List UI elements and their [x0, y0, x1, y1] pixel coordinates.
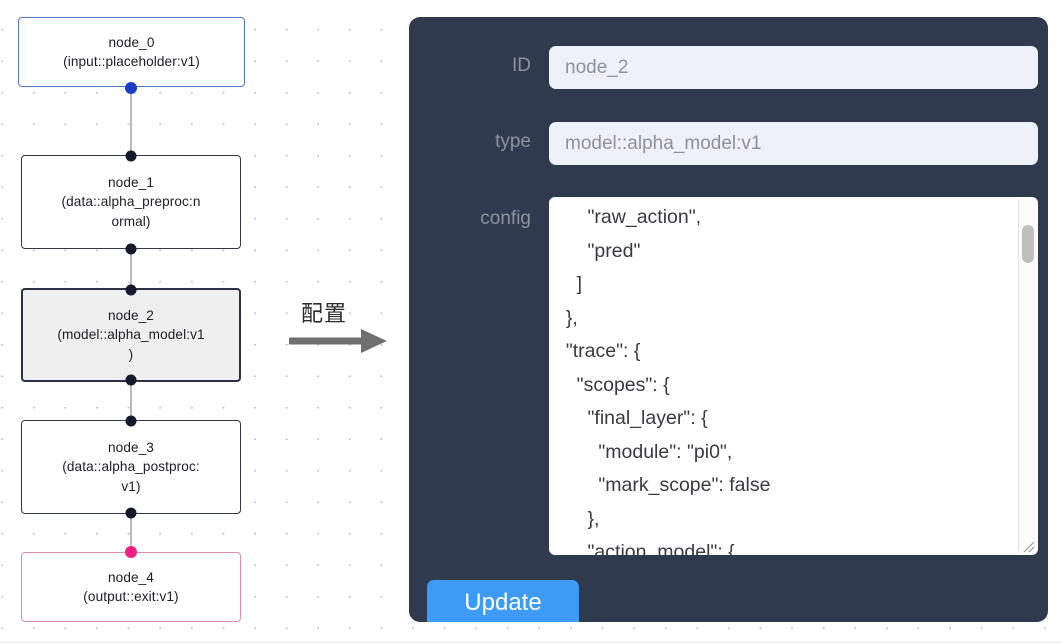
edge-node2-node3	[130, 381, 132, 425]
handle-node_0-source[interactable]	[125, 82, 137, 94]
flow-node-label: node_2 (model::alpha_model:v1 )	[57, 308, 205, 362]
form-row-type: type model::alpha_model:v1	[409, 122, 1038, 165]
edge-node1-node2	[130, 248, 132, 293]
node-config-panel: ID node_2 type model::alpha_model:v1 con…	[409, 17, 1048, 622]
handle-node_1-target[interactable]	[125, 150, 137, 162]
handle-node_3-source[interactable]	[125, 507, 137, 519]
handle-node_3-target[interactable]	[125, 415, 137, 427]
update-button[interactable]: Update	[427, 580, 579, 622]
arrow-caption-label: 配置	[301, 302, 348, 327]
flow-node-node_2[interactable]: node_2 (model::alpha_model:v1 )	[21, 288, 241, 382]
handle-node_4-target[interactable]	[125, 546, 137, 558]
right-arrow-icon	[289, 329, 387, 353]
form-row-id: ID node_2	[409, 46, 1038, 89]
flow-node-node_0[interactable]: node_0 (input::placeholder:v1)	[18, 17, 245, 87]
form-row-config: config "raw_action", "pred" ] }, "trace"…	[409, 197, 1038, 555]
id-input[interactable]: node_2	[549, 46, 1038, 89]
config-scrollbar-track[interactable]	[1018, 199, 1036, 553]
flow-node-node_3[interactable]: node_3 (data::alpha_postproc: v1)	[21, 420, 241, 514]
flow-node-label: node_0 (input::placeholder:v1)	[63, 34, 200, 69]
handle-node_2-source[interactable]	[125, 374, 137, 386]
config-field-label: config	[480, 208, 531, 229]
config-scrollbar-thumb[interactable]	[1022, 225, 1034, 263]
type-input[interactable]: model::alpha_model:v1	[549, 122, 1038, 165]
resize-grip-icon[interactable]	[1020, 538, 1036, 554]
type-field-label: type	[495, 131, 531, 152]
id-field-label: ID	[512, 55, 531, 76]
handle-node_2-target[interactable]	[125, 284, 137, 296]
flow-node-label: node_4 (output::exit:v1)	[83, 569, 179, 604]
flow-node-label: node_1 (data::alpha_preproc:n ormal)	[61, 175, 201, 229]
transition-arrow-group: 配置	[289, 296, 397, 358]
handle-node_1-source[interactable]	[125, 243, 137, 255]
flow-node-node_4[interactable]: node_4 (output::exit:v1)	[21, 552, 241, 622]
edge-node3-node4	[130, 513, 132, 556]
config-textarea[interactable]: "raw_action", "pred" ] }, "trace": { "sc…	[549, 197, 1038, 555]
flow-node-node_1[interactable]: node_1 (data::alpha_preproc:n ormal)	[21, 155, 241, 249]
edge-node0-node1	[130, 87, 132, 160]
flow-node-label: node_3 (data::alpha_postproc: v1)	[62, 440, 200, 494]
